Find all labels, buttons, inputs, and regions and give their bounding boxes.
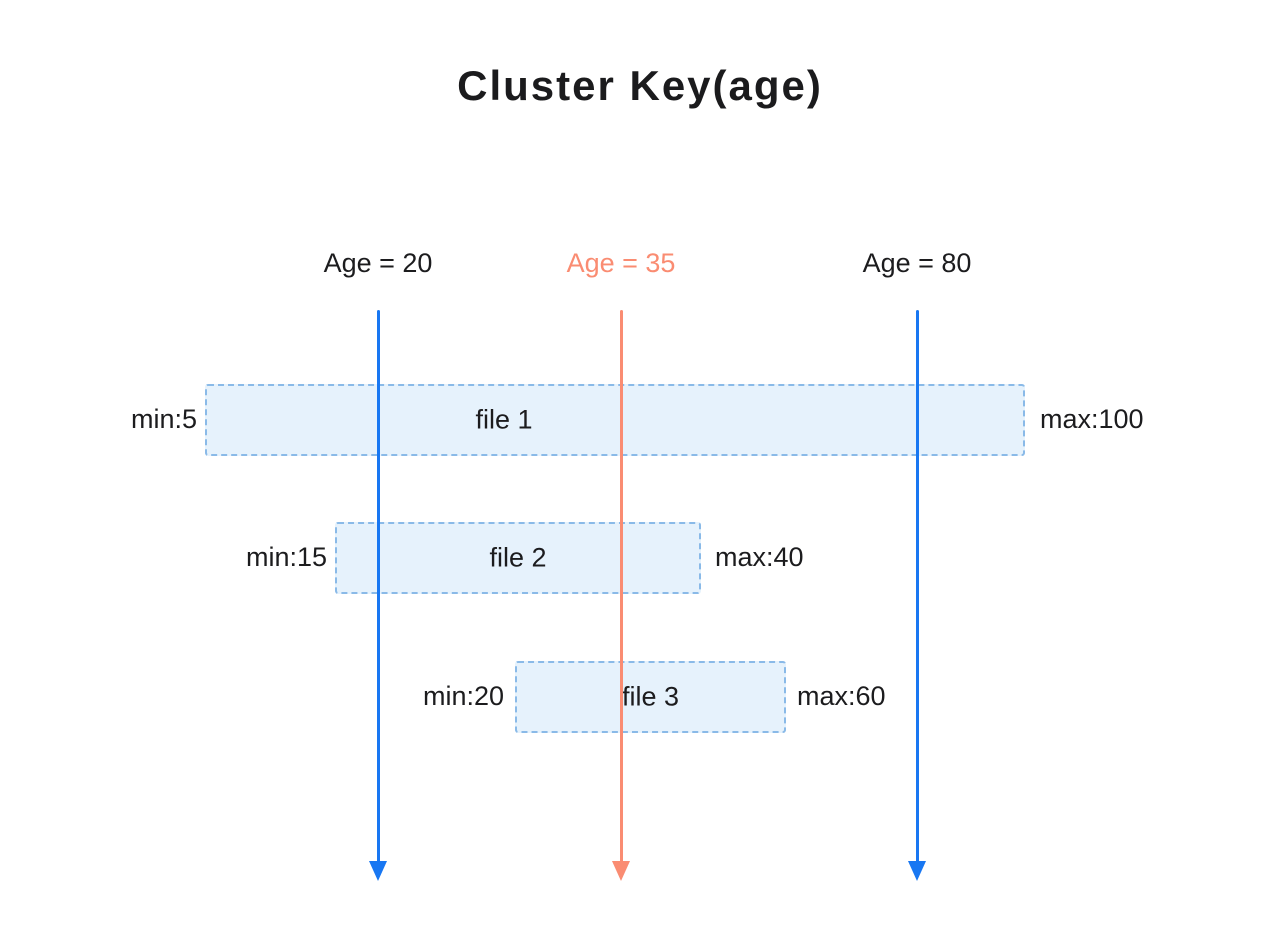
file-2-label: file 2 — [489, 542, 547, 573]
age-35-arrow-line — [620, 310, 623, 863]
age-35-arrowhead-icon — [612, 861, 630, 881]
file-1-max-label: max:100 — [1040, 404, 1144, 434]
file-2-max-label: max:40 — [715, 542, 804, 572]
file-3-min-label: min:20 — [422, 681, 504, 711]
age-20-arrowhead-icon — [369, 861, 387, 881]
age-20-label: Age = 20 — [323, 248, 433, 278]
age-35-label: Age = 35 — [566, 248, 676, 278]
file-1-min-label: min:5 — [130, 404, 197, 434]
file-3-range-box: file 3 — [515, 661, 786, 733]
file-1-label: file 1 — [475, 404, 533, 435]
file-2-min-label: min:15 — [245, 542, 327, 572]
file-2-range-box: file 2 — [335, 522, 701, 594]
age-80-arrow-line — [916, 310, 919, 863]
age-80-label: Age = 80 — [862, 248, 972, 278]
file-3-label: file 3 — [621, 681, 680, 712]
age-20-arrow-line — [377, 310, 380, 863]
age-80-arrowhead-icon — [908, 861, 926, 881]
file-1-range-box: file 1 — [205, 384, 1025, 456]
page-title: Cluster Key(age) — [457, 62, 823, 109]
file-3-max-label: max:60 — [797, 681, 886, 711]
